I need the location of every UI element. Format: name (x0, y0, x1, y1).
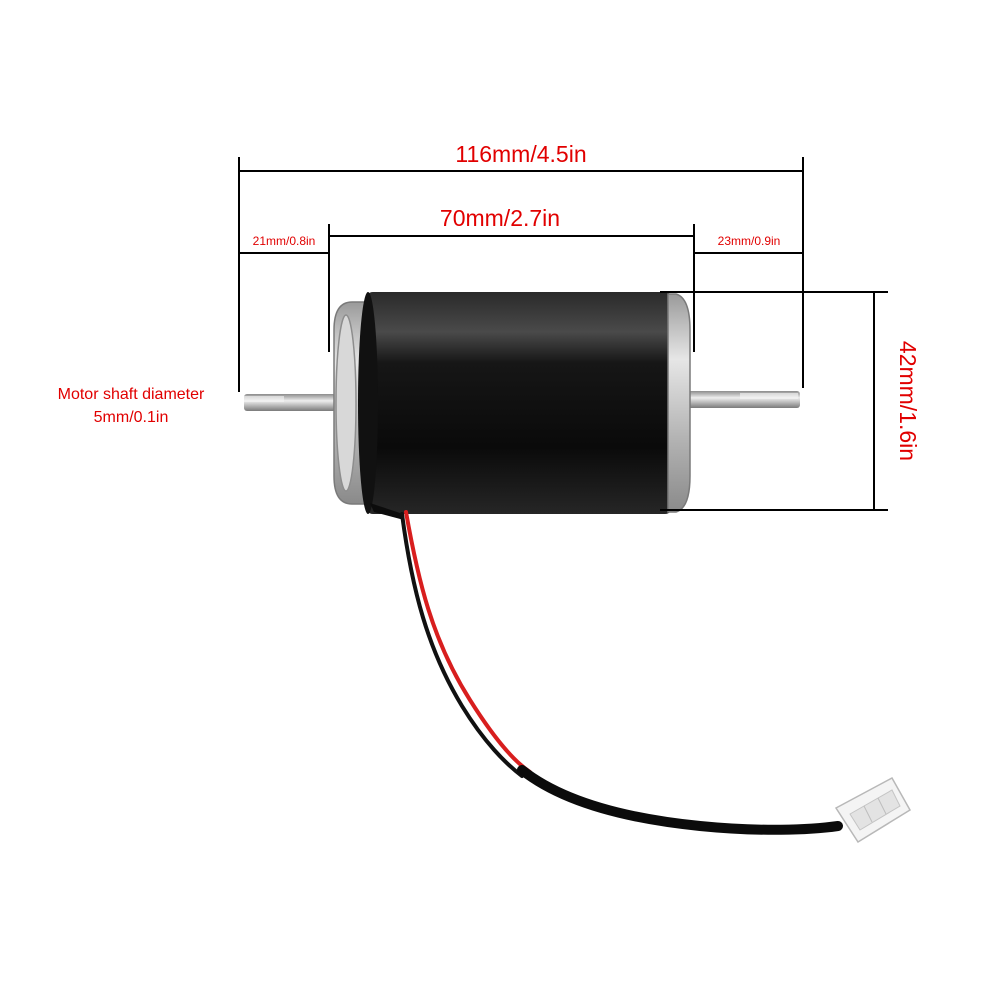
right-end-cap (667, 293, 691, 513)
black-wire (400, 512, 524, 778)
right-shaft-length-label: 23mm/0.9in (718, 234, 781, 248)
shaft-diameter-label-line2: 5mm/0.1in (94, 409, 169, 426)
motor-illustration (244, 292, 912, 844)
wire-sleeve (370, 503, 404, 520)
left-shaft-length-label: 21mm/0.8in (253, 234, 316, 248)
shaft-diameter-label-line1: Motor shaft diameter (58, 386, 205, 403)
heat-shrink-cable (517, 765, 843, 835)
overall-length-label: 116mm/4.5in (455, 141, 586, 167)
left-end-cap-face (335, 314, 357, 492)
body-diameter-label: 42mm/1.6in (895, 341, 921, 461)
right-shaft-flat (740, 393, 798, 399)
dimension-lines (238, 157, 888, 511)
body-length-label: 70mm/2.7in (440, 205, 560, 231)
motor-body (365, 292, 673, 514)
motor-body-left-edge (358, 292, 378, 514)
wire-connector (834, 776, 912, 844)
left-shaft-flat (244, 396, 284, 402)
red-wire (404, 510, 532, 774)
